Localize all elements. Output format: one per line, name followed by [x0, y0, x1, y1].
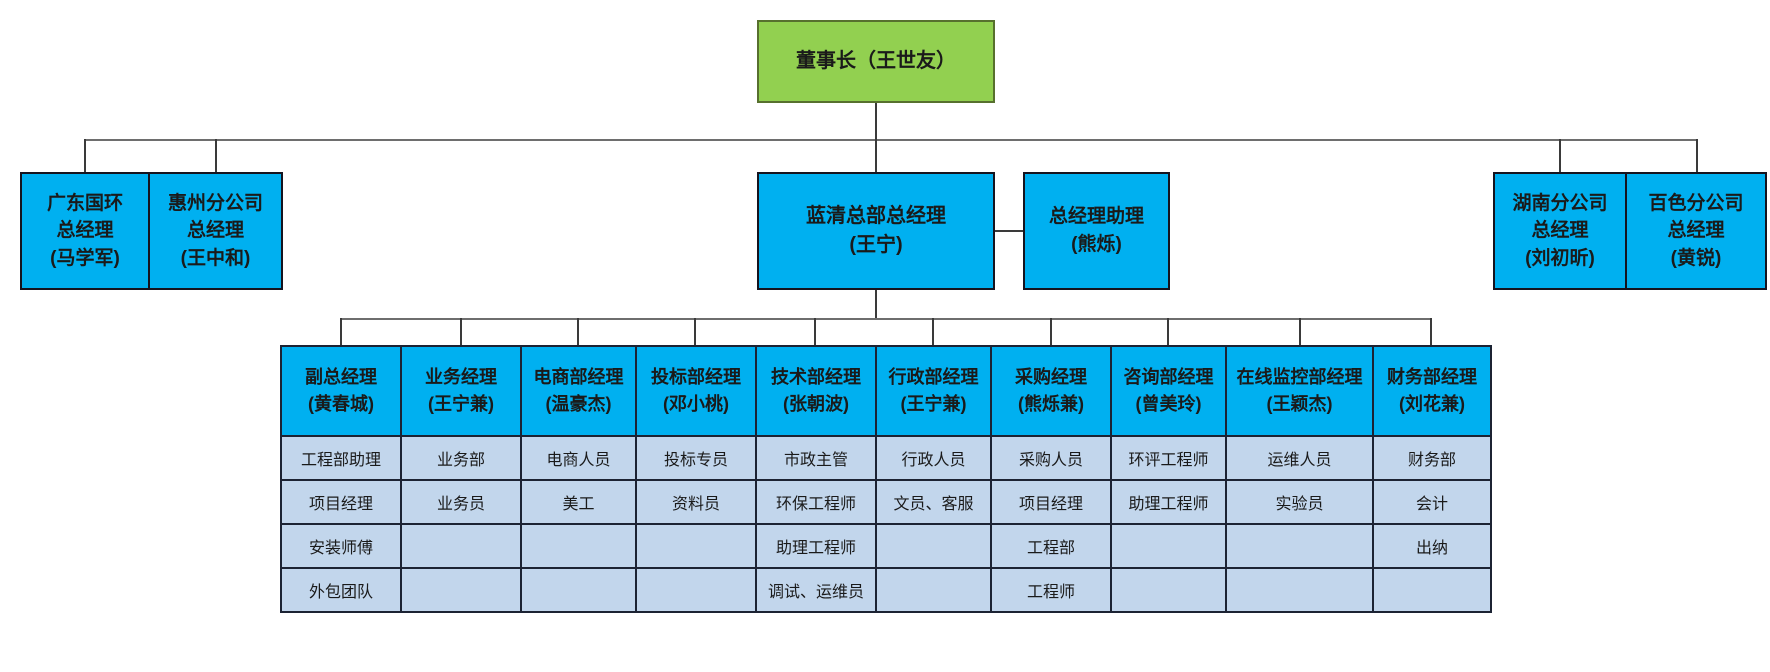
- role-cell: 投标专员: [637, 437, 755, 479]
- role-cell: 业务部: [402, 437, 520, 479]
- role-cell: 助理工程师: [757, 525, 875, 567]
- dept-head-finance: 财务部经理 (刘花兼): [1374, 347, 1490, 435]
- chairman-box: 董事长（王世友）: [757, 20, 995, 103]
- connector-drop-guangdong: [84, 139, 86, 172]
- role-cell: 工程部助理: [282, 437, 400, 479]
- role-cell: 项目经理: [282, 481, 400, 523]
- connector-drop-dept-7: [1050, 318, 1052, 345]
- connector-drop-dept-9: [1299, 318, 1301, 345]
- role-cell: [522, 525, 635, 567]
- role-cell: [402, 569, 520, 611]
- role-cell: 安装师傅: [282, 525, 400, 567]
- role-cell: 资料员: [637, 481, 755, 523]
- role-cell: 项目经理: [992, 481, 1110, 523]
- dept-head-consulting: 咨询部经理 (曾美玲): [1112, 347, 1225, 435]
- role-cell: 电商人员: [522, 437, 635, 479]
- connector-drop-dept-5: [814, 318, 816, 345]
- role-cell: 工程师: [992, 569, 1110, 611]
- role-cell: 出纳: [1374, 525, 1490, 567]
- connector-drop-dept-10: [1430, 318, 1432, 345]
- role-cell: 市政主管: [757, 437, 875, 479]
- role-cell: [522, 569, 635, 611]
- role-cell: 财务部: [1374, 437, 1490, 479]
- dept-head-admin: 行政部经理 (王宁兼): [877, 347, 990, 435]
- box-guangdong-guohuan-gm: 广东国环 总经理 (马学军): [20, 172, 150, 290]
- role-cell: [1227, 525, 1372, 567]
- dept-head-ecommerce: 电商部经理 (温豪杰): [522, 347, 635, 435]
- connector-drop-baise: [1696, 139, 1698, 172]
- role-cell: 工程部: [992, 525, 1110, 567]
- dept-head-monitoring: 在线监控部经理 (王颖杰): [1227, 347, 1372, 435]
- role-cell: 外包团队: [282, 569, 400, 611]
- role-cell: 环保工程师: [757, 481, 875, 523]
- role-cell: [402, 525, 520, 567]
- dept-head-business: 业务经理 (王宁兼): [402, 347, 520, 435]
- role-cell: [1374, 569, 1490, 611]
- role-cell: 实验员: [1227, 481, 1372, 523]
- connector-dept-rail: [340, 318, 1432, 320]
- dept-head-vice-gm: 副总经理 (黄春城): [282, 347, 400, 435]
- box-huizhou-branch-gm: 惠州分公司 总经理 (王中和): [148, 172, 283, 290]
- role-cell: 环评工程师: [1112, 437, 1225, 479]
- connector-level2-rail: [85, 139, 1698, 141]
- role-cell: [1227, 569, 1372, 611]
- role-cell: 会计: [1374, 481, 1490, 523]
- connector-drop-dept-3: [577, 318, 579, 345]
- role-cell: 文员、客服: [877, 481, 990, 523]
- role-cell: 行政人员: [877, 437, 990, 479]
- role-cell: [877, 525, 990, 567]
- box-gm-assistant: 总经理助理 (熊烁): [1023, 172, 1170, 290]
- connector-hq-drop: [875, 290, 877, 318]
- role-cell: 助理工程师: [1112, 481, 1225, 523]
- connector-drop-dept-8: [1167, 318, 1169, 345]
- box-hunan-branch-gm: 湖南分公司 总经理 (刘初昕): [1493, 172, 1627, 290]
- role-cell: [637, 569, 755, 611]
- role-cell: 调试、运维员: [757, 569, 875, 611]
- connector-drop-huizhou: [215, 139, 217, 172]
- connector-drop-dept-4: [694, 318, 696, 345]
- role-cell: [877, 569, 990, 611]
- role-cell: [637, 525, 755, 567]
- dept-head-procurement: 采购经理 (熊烁兼): [992, 347, 1110, 435]
- box-baise-branch-gm: 百色分公司 总经理 (黄锐): [1625, 172, 1767, 290]
- role-cell: 采购人员: [992, 437, 1110, 479]
- dept-head-technology: 技术部经理 (张朝波): [757, 347, 875, 435]
- connector-drop-hunan: [1559, 139, 1561, 172]
- role-cell: 业务员: [402, 481, 520, 523]
- connector-drop-hq: [875, 139, 877, 172]
- role-cell: 美工: [522, 481, 635, 523]
- connector-chairman-drop: [875, 103, 877, 139]
- dept-head-bidding: 投标部经理 (邓小桃): [637, 347, 755, 435]
- box-hq-general-manager: 蓝清总部总经理 (王宁): [757, 172, 995, 290]
- connector-drop-dept-6: [932, 318, 934, 345]
- connector-drop-dept-1: [340, 318, 342, 345]
- role-cell: [1112, 525, 1225, 567]
- department-table: 副总经理 (黄春城) 业务经理 (王宁兼) 电商部经理 (温豪杰) 投标部经理 …: [280, 345, 1492, 613]
- role-cell: [1112, 569, 1225, 611]
- connector-drop-dept-2: [460, 318, 462, 345]
- role-cell: 运维人员: [1227, 437, 1372, 479]
- connector-hq-assistant: [995, 230, 1023, 232]
